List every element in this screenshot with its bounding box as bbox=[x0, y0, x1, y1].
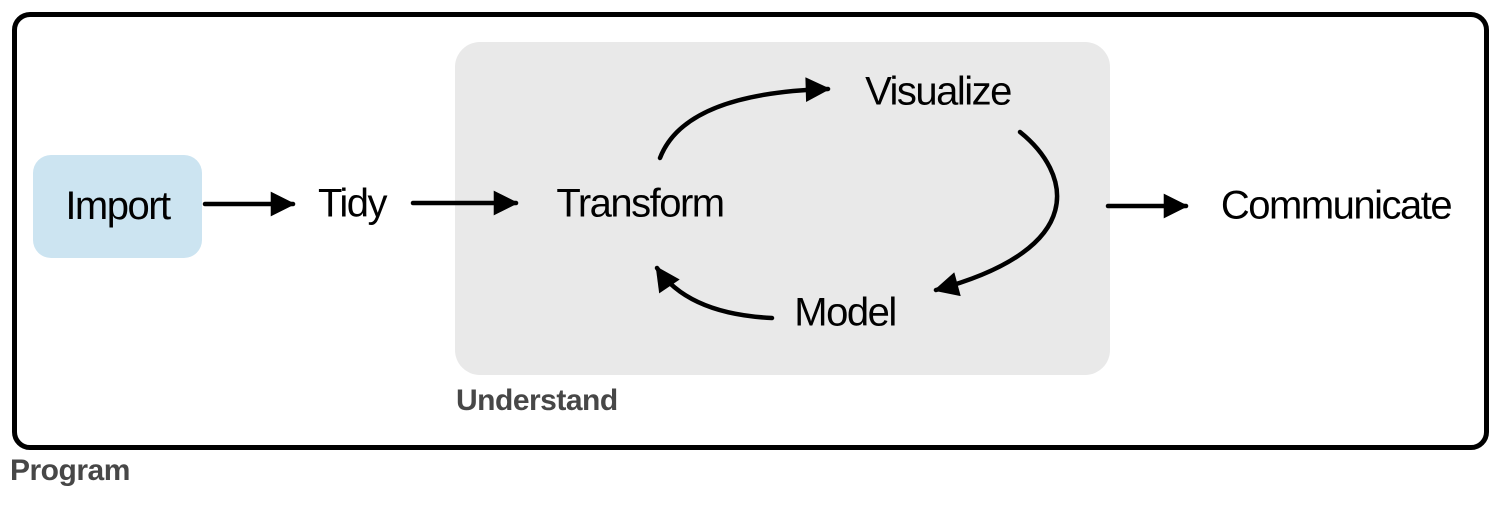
tidy-label: Tidy bbox=[317, 181, 388, 226]
program-group-label: Program bbox=[10, 454, 130, 487]
understand-group-box bbox=[455, 42, 1110, 375]
visualize-label: Visualize bbox=[865, 69, 1012, 114]
understand-group-label: Understand bbox=[456, 384, 618, 417]
communicate-label: Communicate bbox=[1220, 183, 1453, 228]
import-label: Import bbox=[65, 184, 171, 228]
model-label: Model bbox=[794, 290, 897, 335]
transform-label: Transform bbox=[556, 181, 725, 226]
import-node: Import bbox=[33, 155, 202, 258]
